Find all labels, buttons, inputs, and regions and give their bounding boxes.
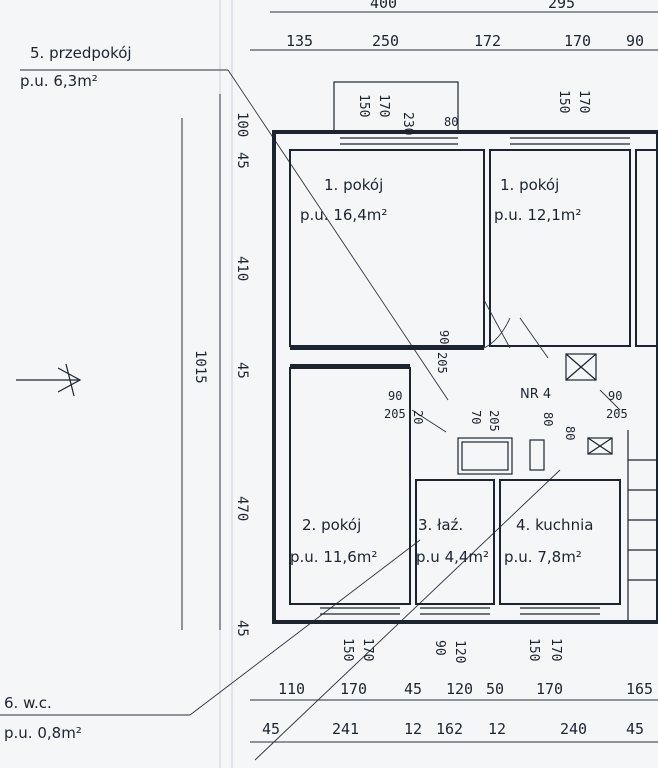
dim-bot1-4: 50 [486,680,504,698]
staircase [627,430,658,622]
dim-left-4: 470 [234,496,250,521]
room-area-przedpokoj: p.u. 6,3m² [20,72,98,90]
room-name-wc: 6. w.c. [4,694,52,712]
dim-win-tl-1: 170 [376,94,391,117]
dim-bot1-6: 165 [626,680,653,698]
dim-bot2-5: 240 [560,720,587,738]
dim-win-tl-2: 230 [400,112,415,135]
dim-door-1: 90 [437,330,451,344]
dim-door-3: 90 [388,389,402,403]
dim-door-6: 70 [469,410,483,424]
dim-bot2-0: 45 [262,720,280,738]
dim-top2-0: 135 [286,32,313,50]
room-area-wc: p.u. 0,8m² [4,724,82,742]
dim-door-9: 90 [608,389,622,403]
dim-door-8: 80 [541,412,555,426]
room-name-pokoj2: 2. pokój [302,516,361,534]
dim-win-b-1: 170 [360,638,375,661]
room-labels: 1. pokój p.u. 16,4m² 1. pokój p.u. 12,1m² 2.… [4,44,593,742]
dim-bot1-5: 170 [536,680,563,698]
door-swings [411,299,621,433]
wc-block [457,437,545,475]
dim-bot1-2: 45 [404,680,422,698]
dim-win-tr-0: 150 [556,90,571,113]
dimension-texts: 400 295 135 250 172 170 90 110 170 45 120 50 170 165 4… [192,0,653,738]
room-name-pokoj1b: 1. pokój [500,176,559,194]
dim-top2-3: 170 [564,32,591,50]
room-area-laz: p.u 4,4m² [416,548,489,566]
dim-win-b-2: 90 [432,640,447,656]
dim-bot1-3: 120 [446,680,473,698]
vent-boxes [565,353,613,455]
dim-bot2-3: 162 [436,720,463,738]
dim-win-b-0: 150 [340,638,355,661]
dim-left-3: 45 [234,362,250,379]
dim-left-5: 45 [234,620,250,637]
dimension-lines [181,11,658,743]
dim-win-b-3: 120 [452,640,467,663]
dim-door-7: 205 [487,410,501,432]
room-name-laz: 3. łaź. [418,516,463,534]
paper-grid [219,0,233,768]
room-area-pokoj2: p.u. 11,6m² [290,548,377,566]
dim-win-b-4: 150 [526,638,541,661]
dim-door-2: 205 [435,352,449,374]
dim-bot2-1: 241 [332,720,359,738]
room-area-kuchnia: p.u. 7,8m² [504,548,582,566]
dim-door-11: 80 [563,426,577,440]
outer-walls [272,81,658,624]
dim-bot1-1: 170 [340,680,367,698]
room-area-pokoj1b: p.u. 12,1m² [494,206,581,224]
windows [320,137,630,615]
dim-top2-1: 250 [372,32,399,50]
room-name-kuchnia: 4. kuchnia [516,516,593,534]
dim-left-1: 45 [234,152,250,169]
dim-door-4: 205 [384,407,406,421]
dim-bot1-0: 110 [278,680,305,698]
dim-top1-1: 295 [548,0,575,12]
dim-left-0: 100 [234,112,250,137]
dim-win-tr-1: 170 [576,90,591,113]
room-area-pokoj1a: p.u. 16,4m² [300,206,387,224]
dim-left-total: 1015 [192,350,208,384]
flat-label: NR 4 [520,387,551,402]
dim-top2-2: 172 [474,32,501,50]
north-arrow-icon [16,363,82,397]
dim-left-2: 410 [234,256,250,281]
dim-bot2-6: 45 [626,720,644,738]
dim-top2-4: 90 [626,32,644,50]
dim-top1-0: 400 [370,0,397,12]
room-name-przedpokoj: 5. przedpokój [30,44,132,62]
dim-bot2-2: 12 [404,720,422,738]
dim-win-b-5: 170 [548,638,563,661]
interior-walls [289,149,658,605]
dim-door-0: 80 [444,115,458,129]
dim-win-tl-0: 150 [356,94,371,117]
room-name-pokoj1a: 1. pokój [324,176,383,194]
dim-bot2-4: 12 [488,720,506,738]
dim-door-10: 205 [606,407,628,421]
dim-door-5: 20 [411,410,425,424]
